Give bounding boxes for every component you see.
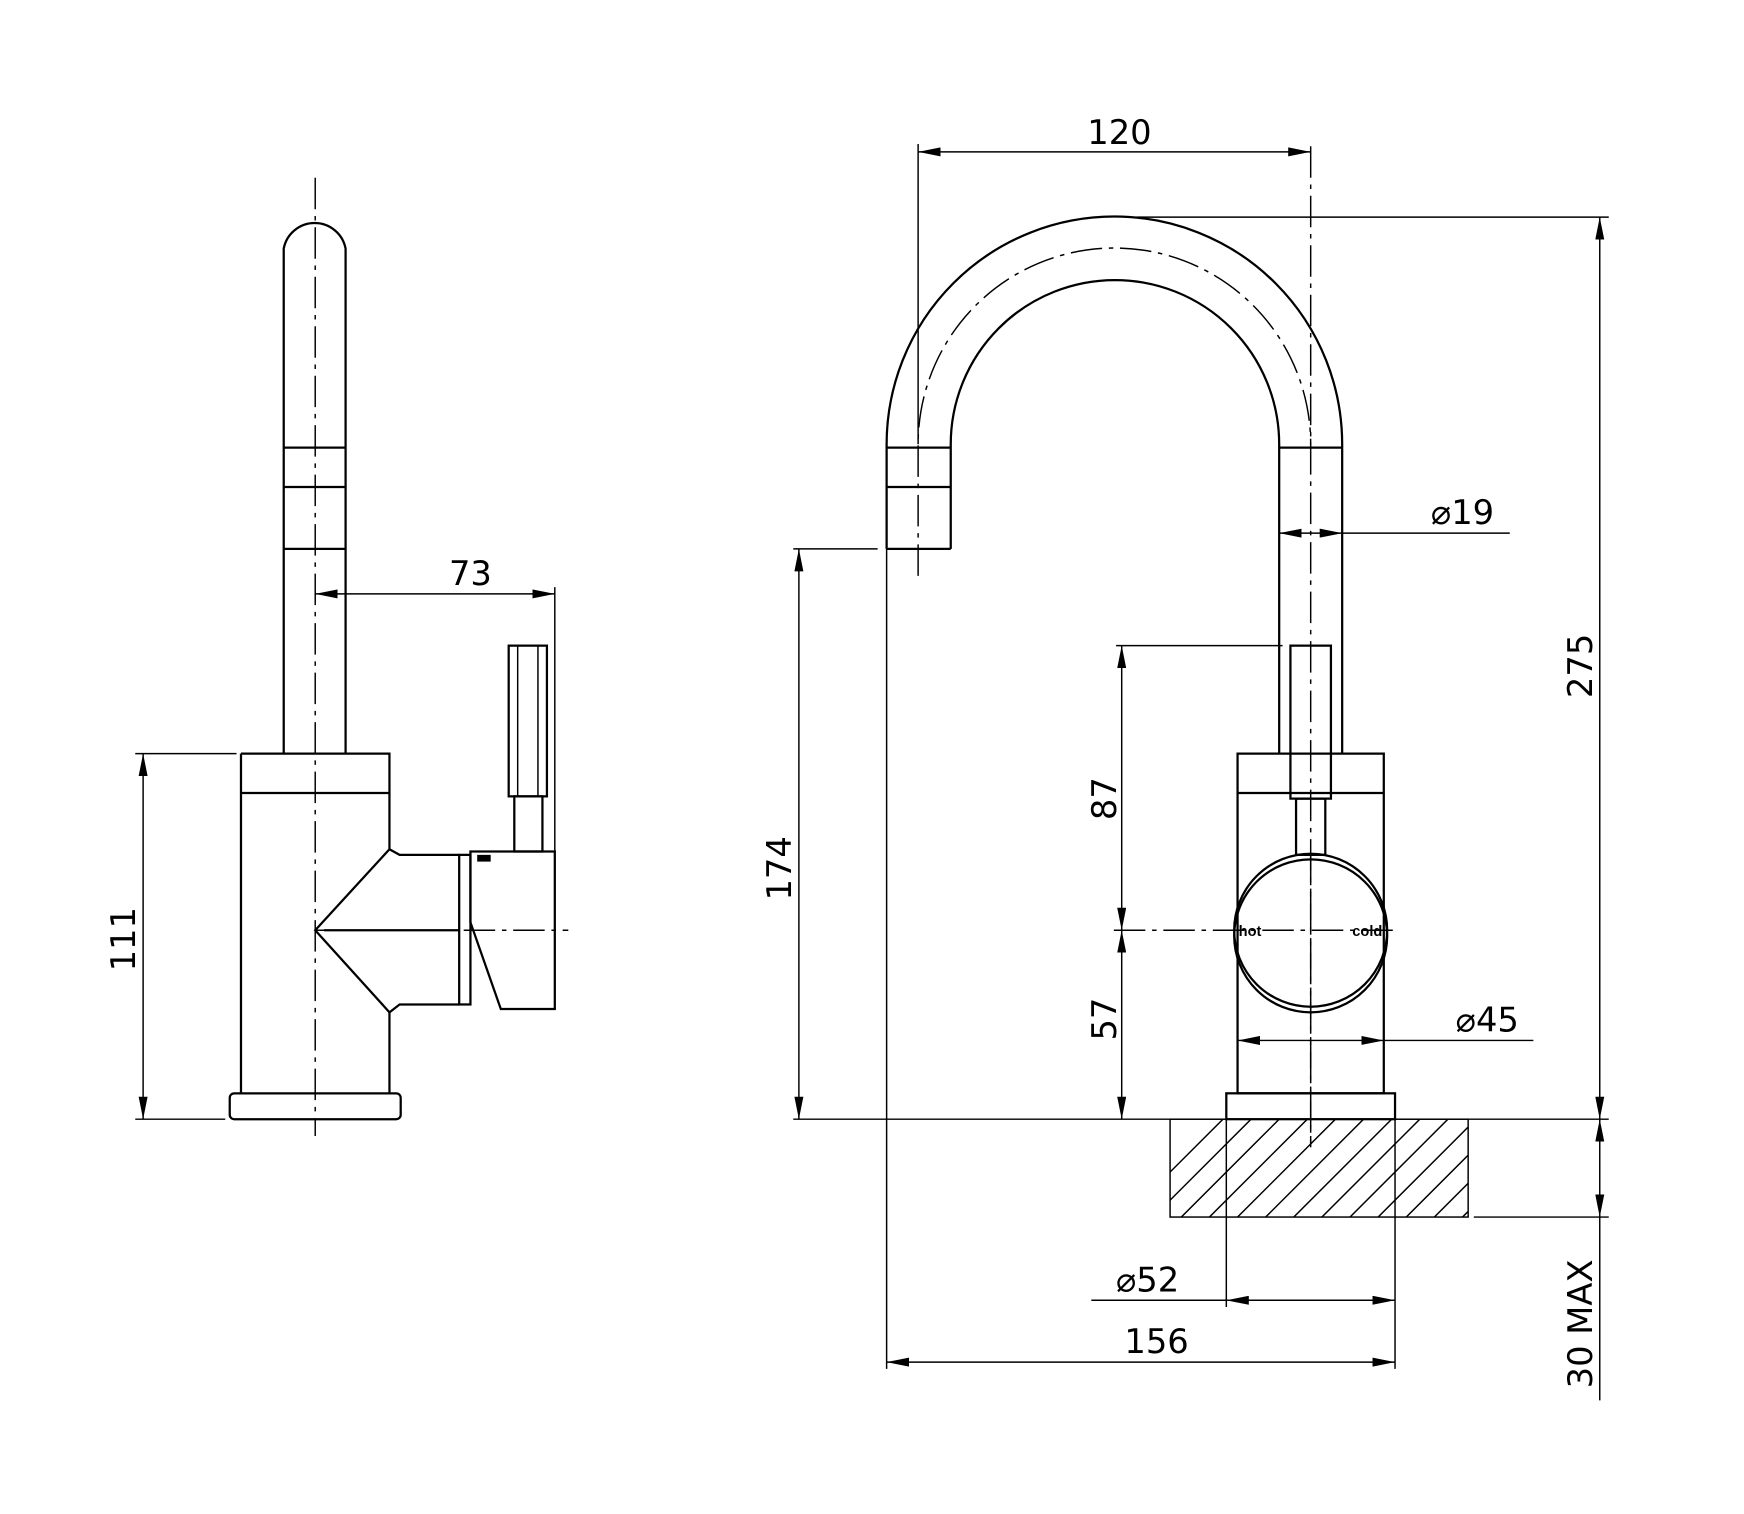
spout-inner bbox=[949, 279, 1281, 754]
dim-174: 174 bbox=[760, 836, 799, 900]
dim-diameter-19: ⌀19 bbox=[1431, 493, 1494, 532]
label-hot: hot bbox=[1239, 924, 1262, 940]
label-cold: cold bbox=[1352, 924, 1382, 940]
side-view: 73 111 bbox=[104, 177, 569, 1137]
spout-centerline bbox=[917, 247, 1312, 576]
dim-30-max: 30 MAX bbox=[1561, 1259, 1600, 1388]
dim-87: 87 bbox=[1085, 777, 1124, 820]
dim-120: 120 bbox=[1087, 113, 1151, 152]
dim-diameter-52: ⌀52 bbox=[1116, 1260, 1179, 1299]
side-base bbox=[228, 1092, 402, 1121]
side-lever bbox=[507, 644, 549, 798]
side-body bbox=[239, 752, 391, 1094]
spout-outer bbox=[885, 215, 1344, 754]
dim-diameter-45: ⌀45 bbox=[1456, 1000, 1519, 1039]
dim-275: 275 bbox=[1561, 634, 1600, 698]
dim-111: 111 bbox=[104, 907, 143, 971]
dim-57: 57 bbox=[1085, 998, 1124, 1041]
front-view: hot cold 120 275 30 MAX 174 87 57 bbox=[760, 113, 1609, 1401]
dim-156: 156 bbox=[1124, 1322, 1188, 1361]
dim-73: 73 bbox=[449, 554, 492, 593]
side-spout bbox=[282, 221, 347, 754]
bench-hatching bbox=[1170, 1119, 1469, 1218]
bench-section bbox=[1169, 1118, 1469, 1218]
